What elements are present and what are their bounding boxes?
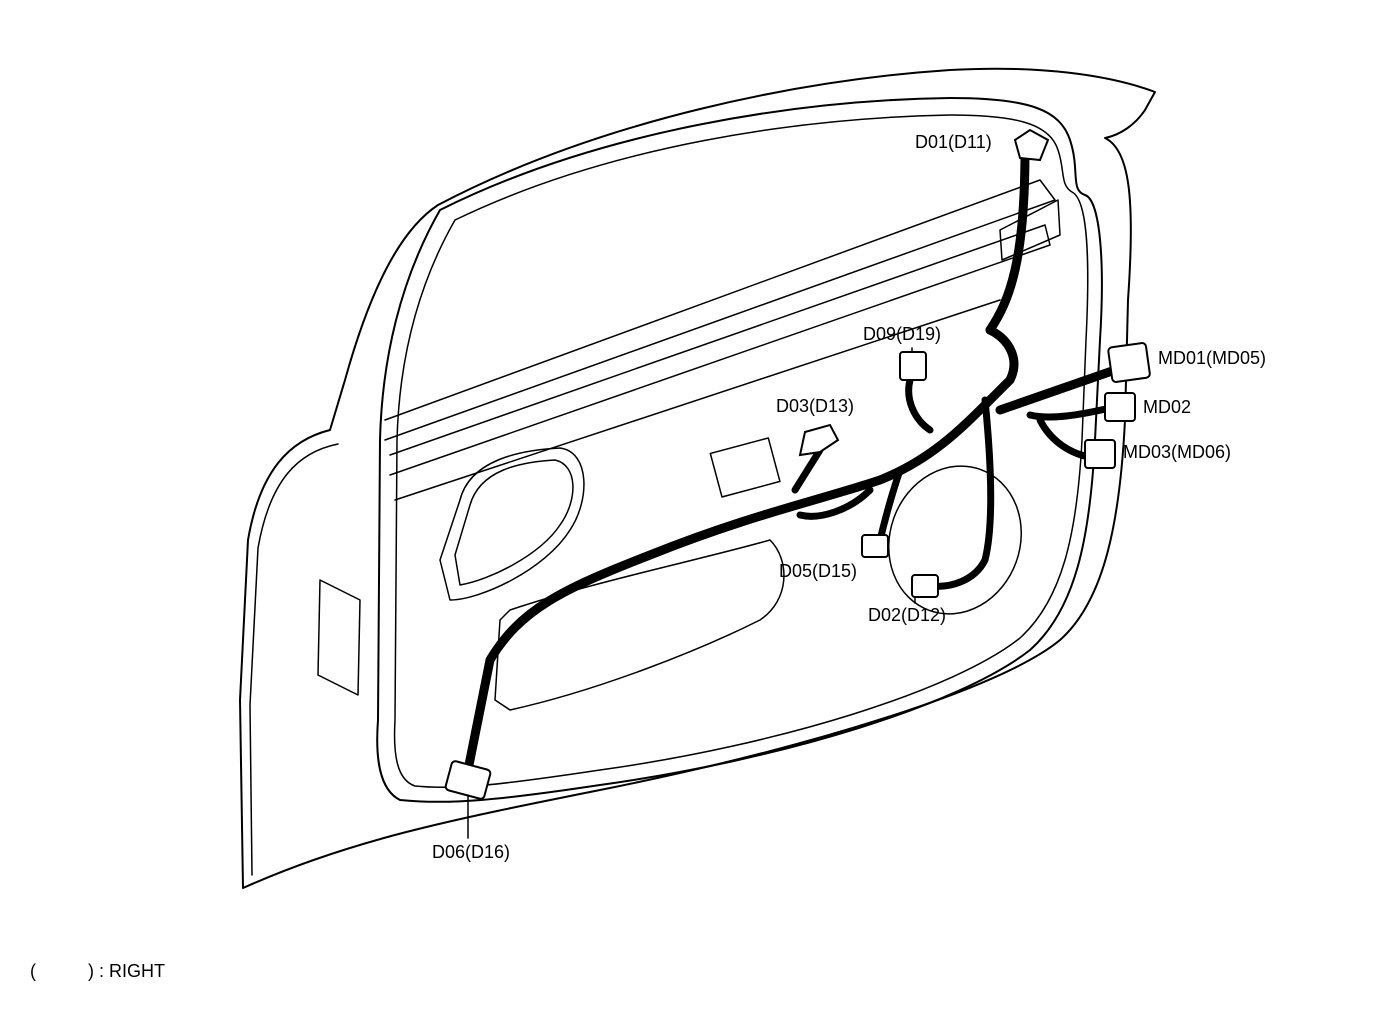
label-d06: D06(D16)	[432, 842, 511, 862]
harness-d02-branch	[921, 396, 995, 590]
harness-main	[463, 325, 1019, 775]
connector-d01	[1013, 128, 1050, 162]
connector-d09	[899, 351, 927, 381]
speaker-opening	[888, 465, 1022, 615]
door-inner-frame	[376, 97, 1103, 803]
panel-cutout-large	[494, 539, 785, 711]
label-d02: D02(D12)	[868, 605, 947, 625]
harness-d09-branch	[905, 376, 934, 434]
label-md02: MD02	[1143, 397, 1192, 417]
harness-loop	[796, 486, 874, 520]
label-d03: D03(D13)	[776, 396, 855, 416]
label-md03: MD03(MD06)	[1123, 442, 1232, 462]
connector-d06	[444, 760, 492, 800]
door-outer-outline	[239, 67, 1156, 889]
connector-d03	[798, 423, 840, 457]
inner-panel-line	[394, 299, 1001, 501]
window-sill-lower	[389, 224, 1051, 476]
door-outer-inner-line	[249, 443, 339, 876]
regulator-plate	[999, 199, 1061, 261]
label-d01: D01(D11)	[915, 132, 992, 152]
inner-handle-cutout	[439, 447, 585, 601]
inner-handle-cutout-inner	[454, 459, 574, 586]
connector-d02	[911, 574, 939, 598]
connector-md03	[1084, 439, 1116, 469]
harness-md01-branch	[995, 365, 1120, 415]
label-md01: MD01(MD05)	[1158, 348, 1267, 368]
side-mirror-patch	[317, 579, 361, 696]
harness-md02-branch	[1026, 404, 1114, 421]
label-d09: D09(D19)	[863, 324, 942, 344]
harness-d03-branch	[791, 446, 824, 494]
door-inner-frame-line	[393, 114, 1089, 789]
connector-md02	[1104, 392, 1136, 422]
window-sill-upper	[384, 179, 1056, 441]
legend-right-note: ) : RIGHT	[88, 961, 165, 981]
harness-upper	[985, 145, 1030, 335]
label-d05: D05(D15)	[779, 561, 858, 581]
panel-square-cutout	[709, 437, 781, 498]
connector-d05	[861, 534, 889, 558]
legend-open-paren: (	[30, 961, 36, 981]
connector-md01	[1107, 342, 1151, 383]
